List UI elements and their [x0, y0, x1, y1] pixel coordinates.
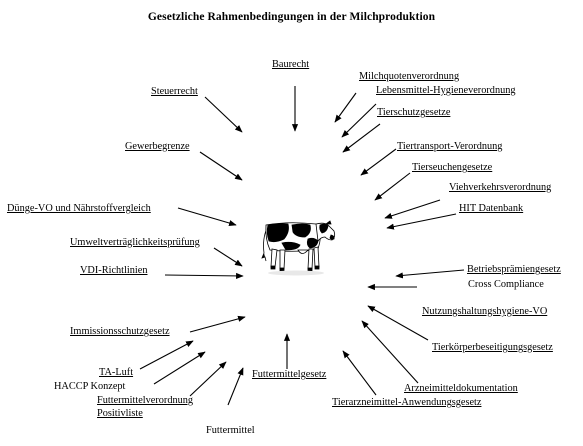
label-steuerrecht: Steuerrecht [151, 86, 198, 97]
label-futtermittel: Futtermittel [206, 425, 255, 436]
arrow-futtermittelverordnung [189, 361, 227, 397]
label-futtermittelgesetz: Futtermittelgesetz [252, 369, 327, 380]
label-milchquotenverordnung: Milchquotenverordnung [359, 71, 460, 82]
arrow-steuerrecht [204, 96, 243, 133]
arrow-tierseuchen [374, 172, 411, 201]
label-tierkoerperbeseitigungsgesetz: Tierkörperbeseitigungsgesetz [432, 342, 553, 353]
arrow-duenge [177, 207, 237, 227]
label-lebensmittel-hygieneverordnung: Lebensmittel-Hygieneverordnung [376, 85, 516, 96]
arrow-umwelt [213, 247, 243, 267]
label-vdi-richtlinien: VDI-Richtlinien [80, 265, 148, 276]
label-hit-datenbank: HIT Datenbank [459, 203, 524, 214]
label-betriebspraemiengesetz: Betriebsprämiengesetz [467, 264, 561, 275]
label-futtermittelverordnung: Futtermittelverordnung [97, 395, 194, 406]
arrow-tierschutz [342, 123, 381, 153]
label-tierschutzgesetze: Tierschutzgesetze [377, 107, 451, 118]
arrow-tierkoerper [367, 305, 429, 341]
label-baurecht: Baurecht [272, 59, 310, 70]
label-tiertransport-verordnung: Tiertransport-Verordnung [397, 141, 503, 152]
holstein-cow-icon [261, 220, 336, 276]
label-tierarzneimittel-anwendungsgesetz: Tierarzneimittel-Anwendungsgesetz [332, 397, 482, 408]
arrow-viehverkehr [384, 199, 441, 219]
label-positivliste: Positivliste [97, 408, 143, 419]
arrow-tiertransport [360, 148, 397, 176]
arrow-arzneimitteldoku [361, 320, 419, 384]
label-duenge-vo: Dünge-VO und Nährstoffvergleich [7, 203, 151, 214]
label-ta-luft: TA-Luft [99, 367, 134, 378]
arrow-hit [386, 213, 457, 230]
arrow-immissionsschutz [189, 315, 246, 333]
arrow-lebensmittel [341, 103, 377, 138]
label-haccp-konzept: HACCP Konzept [54, 381, 126, 392]
arrow-haccp [153, 351, 206, 385]
label-umweltvertraeglichkeitspruefung: Umweltverträglichkeitsprüfung [70, 237, 200, 248]
arrow-milchquote [334, 92, 357, 123]
arrow-ta-luft [139, 340, 194, 370]
arrow-tierarzneimittel [342, 350, 377, 396]
diagram-title: Gesetzliche Rahmenbedingungen in der Mil… [147, 11, 436, 23]
arrow-vdi [164, 272, 244, 279]
arrow-gewerbegrenze [199, 151, 243, 181]
label-nutzungshaltungshygiene-vo: Nutzungshaltungshygiene-VO [422, 306, 548, 317]
label-tierseuchengesetze: Tierseuchengesetze [412, 162, 493, 173]
label-arzneimitteldokumentation: Arzneimitteldokumentation [404, 383, 518, 394]
arrow-futtermittel [227, 367, 244, 406]
label-gewerbegrenze: Gewerbegrenze [125, 141, 190, 152]
label-cross-compliance: Cross Compliance [468, 279, 544, 290]
arrow-betriebspraemien [395, 269, 465, 279]
label-immissionsschutzgesetz: Immissionsschutzgesetz [70, 326, 170, 337]
label-viehverkehrsverordnung: Viehverkehrsverordnung [449, 182, 552, 193]
